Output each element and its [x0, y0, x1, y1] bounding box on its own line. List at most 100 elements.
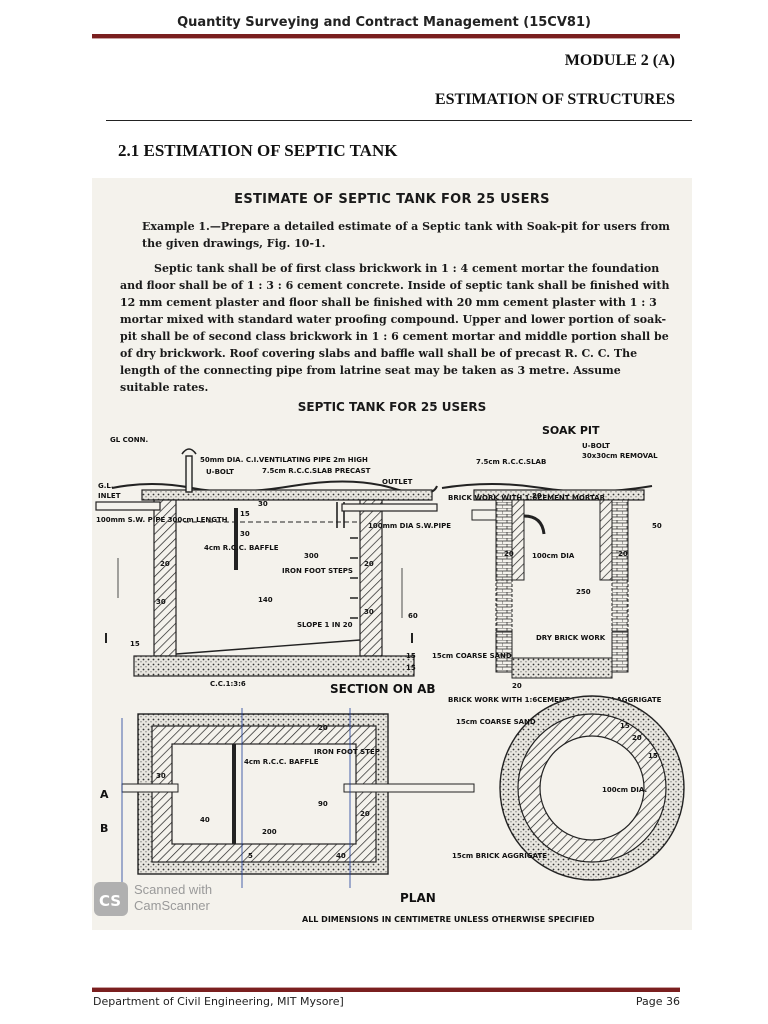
brick-work-bottom-label: BRICK WORK WITH 1:6CEMENT MORTAR [448, 696, 606, 704]
pit-plan-agg-label: 15cm BRICK AGGRIGATE [452, 852, 547, 860]
dim-label: 15 [406, 664, 416, 672]
plan-tank-inner [171, 743, 357, 845]
soak-pit-plan: 100cm DIA. 15cm COARSE SAND 15cm BRICK A… [452, 695, 685, 881]
module-label: MODULE 2 (A) [564, 52, 675, 69]
dry-brick-right [611, 579, 629, 633]
dim-label: 15 [240, 510, 250, 518]
baffle-wall [234, 508, 238, 570]
out-pipe-label: 100mm DIA S.W.PIPE [368, 522, 451, 530]
dim-label: 60 [408, 612, 418, 620]
section-heading: 2.1 ESTIMATION OF SEPTIC TANK [118, 141, 398, 160]
section-view: GL CONN. 50mm DIA. C.I.VENTILATING PIPE … [95, 436, 451, 696]
pit-depth-label: 250 [576, 588, 591, 596]
dim-label: 5 [248, 852, 253, 860]
dim-label: 300 [304, 552, 319, 560]
slope-label: SLOPE 1 IN 20 [297, 621, 353, 629]
gl-label: G.L. [98, 482, 114, 490]
cc-label: C.C.1:3:6 [210, 680, 246, 688]
plan-baffle [232, 744, 236, 844]
soak-pit-title: SOAK PIT [542, 424, 600, 437]
dim-label: 30 [156, 598, 166, 606]
foundation-concrete [133, 655, 415, 677]
watermark-text: Scanned with CamScanner [134, 882, 213, 913]
module-rule [106, 120, 692, 121]
slab-label: 7.5cm R.C.C.SLAB PRECAST [262, 467, 371, 475]
pit-plan-dia-label: 100cm DIA. [602, 786, 647, 794]
pit-wall-top-right [611, 499, 629, 581]
pit-dia-label: 100cm DIA [532, 552, 575, 560]
baffle-label: 4cm R.C.C. BAFFLE [204, 544, 279, 552]
dim-label: 20 [512, 682, 522, 690]
dim-label: 20 [532, 492, 542, 500]
scan-title: ESTIMATE OF SEPTIC TANK FOR 25 USERS [234, 192, 550, 207]
dim-label: 20 [360, 810, 370, 818]
example-label: Example 1. [142, 220, 210, 233]
plan-baffle-label: 4cm R.C.C. BAFFLE [244, 758, 319, 766]
removal-label: 30x30cm REMOVAL [582, 452, 658, 460]
dimensions-note: ALL DIMENSIONS IN CENTIMETRE UNLESS OTHE… [302, 915, 595, 924]
footer-department: Department of Civil Engineering, MIT Mys… [93, 995, 344, 1008]
soak-pit-view: SOAK PIT U-BOLT 30x30cm REMOVAL 7.5cm R.… [432, 424, 662, 704]
dim-label: 15 [406, 652, 416, 660]
dim-label: 40 [336, 852, 346, 860]
dim-label: 30 [258, 500, 268, 508]
dim-label: 90 [318, 800, 328, 808]
septic-tank-drawing: GL CONN. 50mm DIA. C.I.VENTILATING PIPE … [95, 424, 685, 924]
vent-pipe-label: 50mm DIA. C.I.VENTILATING PIPE 2m HIGH [200, 456, 368, 464]
brick-work-top-label: BRICK WORK WITH 1:6CEMENT MORTAR [448, 494, 606, 502]
gl-conn-label: GL CONN. [110, 436, 148, 444]
dim-label: 20 [318, 724, 328, 732]
vent-cap [181, 448, 197, 455]
pit-wall-bottom-right [611, 631, 629, 673]
scanned-page-image: ESTIMATE OF SEPTIC TANK FOR 25 USERS Exa… [92, 178, 692, 930]
foot-steps-label: IRON FOOT STEPS [282, 567, 353, 575]
dim-label: 20 [632, 734, 642, 742]
dim-label: 30 [156, 772, 166, 780]
dim-label: 140 [258, 596, 273, 604]
vent-pipe [185, 455, 193, 493]
sloped-floor [175, 639, 361, 655]
dim-label: 20 [618, 550, 628, 558]
sw-pipe-label: 100mm S.W. PIPE 300cm LENGTH [96, 516, 228, 524]
brick-aggregate [511, 657, 613, 679]
u-bolt-label: U-BOLT [206, 468, 234, 476]
dim-label: 15 [648, 752, 658, 760]
outlet-pipe [341, 503, 438, 512]
footer-rule [92, 987, 680, 992]
plan-inlet-pipe [121, 783, 179, 793]
dim-label: 20 [504, 550, 514, 558]
foot-steps [350, 537, 358, 619]
plan-foot-step-label: IRON FOOT STEP [314, 748, 380, 756]
header-rule [92, 34, 680, 39]
pit-plan-sand-label: 15cm COARSE SAND [456, 718, 536, 726]
camscanner-logo-icon: CS [94, 882, 128, 916]
plan-outlet-pipe [343, 783, 475, 793]
dim-label: 30 [364, 608, 374, 616]
pit-inlet-pipe [471, 509, 497, 521]
u-bolt-label: U-BOLT [582, 442, 610, 450]
dim-label: 20 [364, 560, 374, 568]
example-paragraph: Example 1.—Prepare a detailed estimate o… [142, 218, 674, 252]
dim-label: 200 [262, 828, 277, 836]
inlet-pipe [95, 501, 161, 511]
module-title: ESTIMATION OF STRUCTURES [434, 91, 675, 108]
dry-brick-label: DRY BRICK WORK [536, 634, 606, 642]
coarse-sand-label: 15cm COARSE SAND [432, 652, 512, 660]
dim-label: 30 [240, 530, 250, 538]
dim-label: 50 [652, 522, 662, 530]
running-header: Quantity Surveying and Contract Manageme… [177, 15, 591, 30]
dim-label: 15 [130, 640, 140, 648]
dim-label: 15 [620, 722, 630, 730]
specification-paragraph: Septic tank shall be of first class bric… [120, 262, 670, 394]
svg-text:CS: CS [99, 892, 121, 910]
inlet-label: INLET [98, 492, 121, 500]
plan-title: PLAN [400, 891, 436, 905]
roof-slab [141, 489, 433, 501]
pit-plan-inner [539, 735, 645, 841]
dim-label: 20 [160, 560, 170, 568]
section-title: SECTION ON AB [330, 682, 436, 696]
example-text: —Prepare a detailed estimate of a Septic… [142, 220, 670, 250]
brick-aggregate-label: BRICK AGGRIGATE [590, 696, 662, 704]
outlet-label: OUTLET [382, 478, 413, 486]
pit-slab-label: 7.5cm R.C.C.SLAB [476, 458, 546, 466]
